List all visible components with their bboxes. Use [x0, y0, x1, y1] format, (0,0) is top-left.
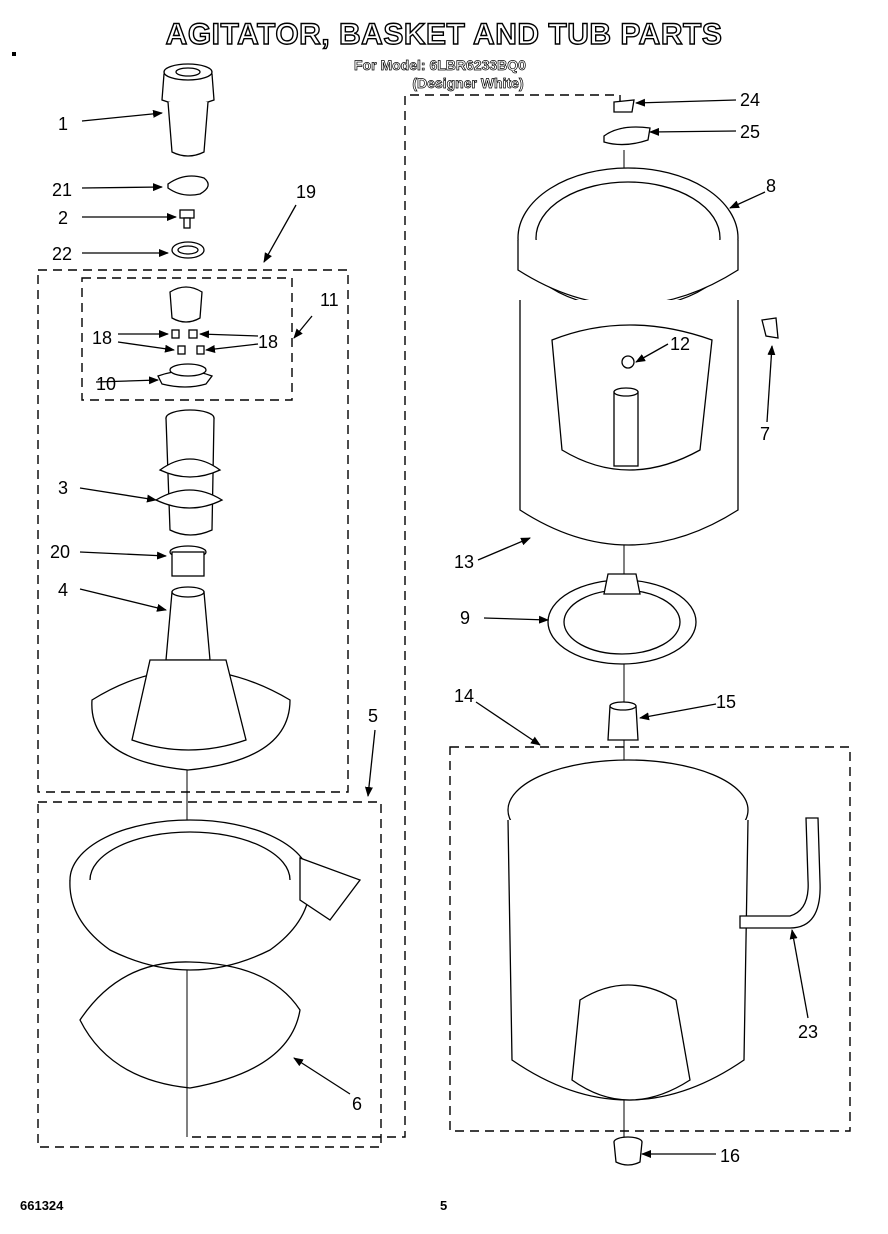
group-box-5 [37, 801, 382, 1148]
page-number: 5 [440, 1198, 448, 1213]
callout-22: 22 [52, 244, 72, 264]
callout-21: 21 [52, 180, 72, 200]
part-4-agitator-base [91, 586, 291, 771]
callout-19: 19 [296, 182, 316, 202]
part-14-outer-tub [507, 759, 749, 1101]
part-15-drive-nut [607, 701, 639, 741]
part-16-seal [613, 1136, 643, 1166]
callout-4: 4 [58, 580, 68, 600]
callout-leaders [79, 98, 809, 1158]
part-25-bracket [603, 126, 651, 146]
doc-number: 661324 [20, 1198, 64, 1213]
callout-13: 13 [454, 552, 474, 572]
callout-14: 14 [454, 686, 474, 706]
callout-10: 10 [96, 374, 116, 394]
part-9-drive-ring [547, 573, 697, 665]
part-23-hose [739, 817, 821, 929]
group-box-19 [37, 269, 349, 793]
model-line: For Model: 6LBR6233BQ0 [354, 57, 527, 74]
callout-9: 9 [460, 608, 470, 628]
callout-12: 12 [670, 334, 690, 354]
part-11-cam-assembly [169, 286, 205, 355]
callout-16: 16 [720, 1146, 740, 1166]
callout-24: 24 [740, 90, 760, 110]
callout-23: 23 [798, 1022, 818, 1042]
callout-2: 2 [58, 208, 68, 228]
callout-25: 25 [740, 122, 760, 142]
group-box-11 [81, 277, 293, 401]
part-5-tub-ring [69, 819, 362, 971]
callout-20: 20 [50, 542, 70, 562]
connector-dashed-line [192, 94, 621, 1138]
callout-18-right: 18 [258, 332, 278, 352]
part-2-bolt [179, 209, 195, 229]
callout-18-left: 18 [92, 328, 112, 348]
callout-1: 1 [58, 114, 68, 134]
page-title: AGITATOR, BASKET AND TUB PARTS [165, 17, 723, 51]
part-3-agitator-barrel [154, 409, 224, 536]
part-1-dispenser [161, 63, 215, 157]
callout-15: 15 [716, 692, 736, 712]
part-21-cap [167, 175, 209, 196]
part-20-clutch [169, 545, 207, 577]
callout-3: 3 [58, 478, 68, 498]
callout-11: 11 [320, 290, 339, 310]
callout-8: 8 [766, 176, 776, 196]
part-13-basket [519, 300, 739, 546]
callout-7: 7 [760, 424, 770, 444]
part-8-balance-ring [517, 167, 739, 309]
group-box-14 [449, 746, 851, 1132]
part-7-clip [761, 317, 779, 339]
callout-5: 5 [368, 706, 378, 726]
corner-mark [12, 52, 16, 56]
part-6-ring-clamp [79, 961, 301, 1089]
part-24-nut [613, 99, 635, 113]
color-line: (Designer White) [412, 75, 524, 92]
callout-6: 6 [352, 1094, 362, 1114]
